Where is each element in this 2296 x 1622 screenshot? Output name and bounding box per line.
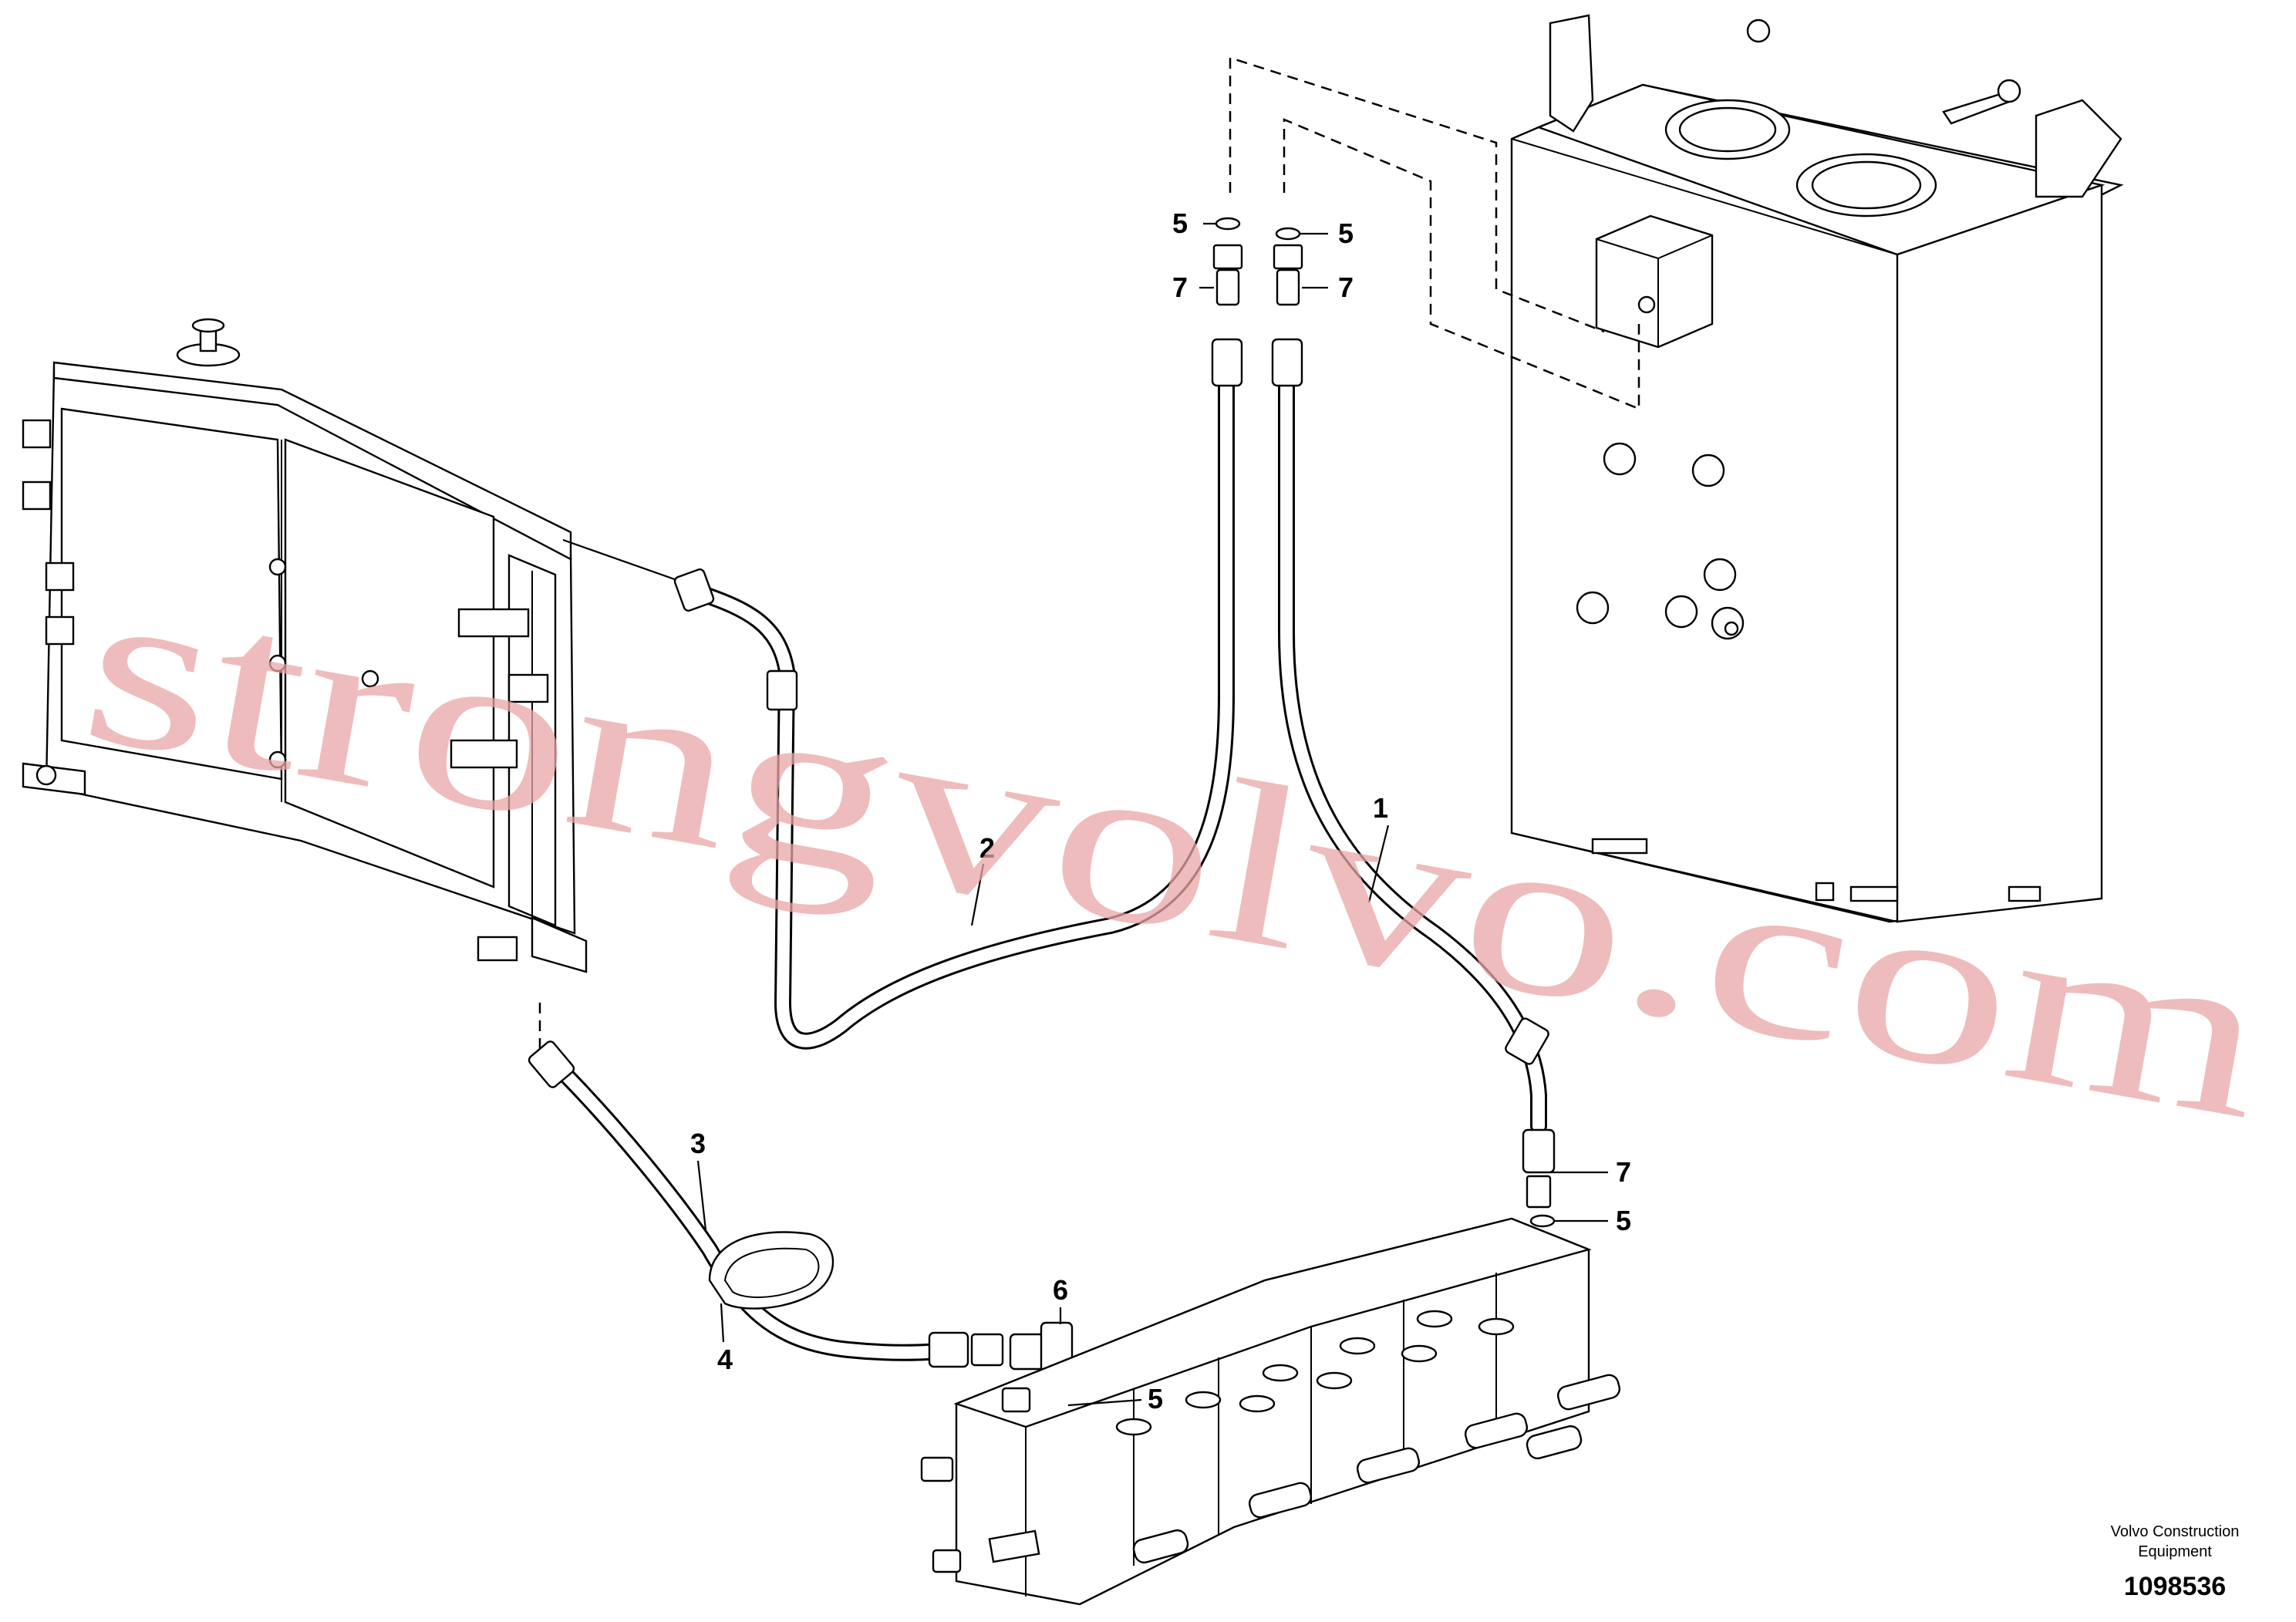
oil-cooler <box>22 318 588 973</box>
hose-2-callout: 2 <box>979 832 995 864</box>
seal-5-valve-left-callout: 5 <box>1148 1383 1163 1415</box>
hose-1 <box>1271 244 1556 1209</box>
clamp-4-callout: 4 <box>717 1344 733 1375</box>
hose-3-callout: 3 <box>690 1128 706 1159</box>
seal-5-tank-left-callout: 5 <box>1172 207 1188 239</box>
elbow-6-callout: 6 <box>1053 1274 1068 1306</box>
nipple-7-valve-right-callout: 7 <box>1616 1156 1631 1188</box>
credit-line-2: Equipment <box>2138 1543 2212 1560</box>
hose-3 <box>528 1040 1004 1368</box>
nipple-7-tank-right-callout: 7 <box>1338 271 1354 303</box>
nipple-7-tank-left-callout: 7 <box>1172 271 1188 303</box>
callout-labels: 1 2 3 4 5 5 5 5 6 7 7 7 <box>690 207 1631 1415</box>
hydraulic-tank <box>1510 14 2124 923</box>
control-valve <box>920 1217 1621 1606</box>
drawing-number: 1098536 <box>2124 1572 2226 1601</box>
callout-leaders <box>696 222 1608 1407</box>
cooler-hose-link-line <box>562 538 695 588</box>
seal-5-valve-right-callout: 5 <box>1616 1205 1631 1236</box>
hose-2 <box>673 244 1243 1050</box>
seal-5-tank-right-callout: 5 <box>1338 218 1354 249</box>
credit-line-1: Volvo Construction <box>2111 1523 2240 1540</box>
hose-1-callout: 1 <box>1373 792 1388 824</box>
clamp-4 <box>708 1231 834 1310</box>
